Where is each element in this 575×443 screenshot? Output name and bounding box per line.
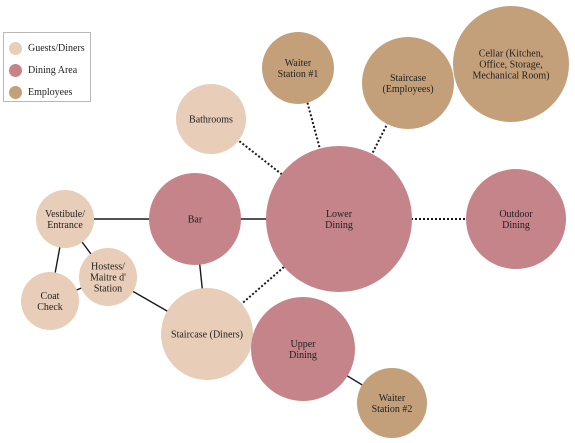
node-label-line: Cellar (Kitchen, — [479, 49, 543, 60]
node-label-line: Waiter — [285, 58, 312, 69]
node-cellar: Cellar (Kitchen,Office, Storage,Mechanic… — [453, 6, 569, 122]
node-label-line: Maitre d' — [90, 273, 126, 284]
node-label-line: Staircase (Diners) — [171, 330, 243, 341]
node-label-line: Station #1 — [278, 69, 319, 80]
legend-label-dining: Dining Area — [28, 64, 78, 76]
legend-swatch-employees — [9, 85, 22, 99]
node-circle-outdoor — [466, 169, 566, 269]
node-label-line: Bar — [188, 215, 203, 226]
edge-bathrooms-lower_dining — [210, 118, 340, 220]
node-label-line: Waiter — [379, 393, 406, 404]
node-label-line: Dining — [502, 220, 530, 231]
node-label-vestibule: Vestibule/Entrance — [45, 209, 85, 231]
node-label-line: Coat — [41, 291, 60, 302]
node-label-line: Dining — [289, 350, 317, 361]
node-circle-cellar — [453, 6, 569, 122]
node-staircase_emp: Staircase(Employees) — [362, 37, 454, 129]
node-label-bar: Bar — [188, 215, 203, 226]
node-circle-lower_dining — [266, 146, 412, 292]
node-label-line: Dining — [325, 220, 353, 231]
node-circle-staircase_emp — [362, 37, 454, 129]
node-bathrooms: Bathrooms — [176, 84, 246, 154]
node-label-line: Outdoor — [499, 209, 533, 220]
node-label-line: Mechanical Room) — [473, 71, 550, 82]
legend: Guests/Diners Dining Area Employees — [3, 32, 91, 102]
node-label-staircase_emp: Staircase(Employees) — [382, 73, 433, 95]
legend-item-guests: Guests/Diners — [9, 37, 86, 59]
legend-label-guests: Guests/Diners — [28, 42, 85, 54]
node-label-line: Bathrooms — [189, 115, 233, 126]
node-circle-bar — [149, 173, 241, 265]
node-label-line: Lower — [326, 209, 353, 220]
node-label-hostess: Hostess/Maitre d'Station — [90, 262, 126, 295]
node-label-line: Station #2 — [372, 404, 413, 415]
node-circle-upper_dining — [251, 297, 355, 401]
node-label-line: Staircase — [390, 73, 427, 84]
node-staircase_din: Staircase (Diners) — [161, 288, 253, 380]
node-label-line: Entrance — [47, 220, 83, 231]
node-circle-waiter1 — [262, 32, 334, 104]
node-label-bathrooms: Bathrooms — [189, 115, 233, 126]
legend-swatch-dining — [9, 63, 22, 77]
node-circle-vestibule — [36, 190, 94, 248]
node-bar: Bar — [149, 173, 241, 265]
node-circle-hostess — [79, 248, 137, 306]
node-label-line: Check — [37, 302, 63, 313]
node-label-staircase_din: Staircase (Diners) — [171, 330, 243, 341]
node-label-line: Vestibule/ — [45, 209, 85, 220]
node-label-line: Office, Storage, — [479, 60, 542, 71]
node-label-line: Upper — [291, 339, 317, 350]
legend-label-employees: Employees — [28, 86, 73, 98]
node-label-line: Station — [94, 284, 122, 295]
legend-item-dining: Dining Area — [9, 59, 86, 81]
legend-item-employees: Employees — [9, 81, 86, 103]
node-circle-coat — [21, 272, 79, 330]
node-hostess: Hostess/Maitre d'Station — [79, 248, 137, 306]
node-circle-bathrooms — [176, 84, 246, 154]
node-circle-waiter2 — [357, 368, 427, 438]
node-vestibule: Vestibule/Entrance — [36, 190, 94, 248]
node-label-line: Hostess/ — [91, 262, 125, 273]
node-label-line: (Employees) — [382, 84, 433, 95]
node-label-cellar: Cellar (Kitchen,Office, Storage,Mechanic… — [473, 49, 550, 82]
legend-swatch-guests — [9, 41, 22, 55]
node-circle-staircase_din — [161, 288, 253, 380]
